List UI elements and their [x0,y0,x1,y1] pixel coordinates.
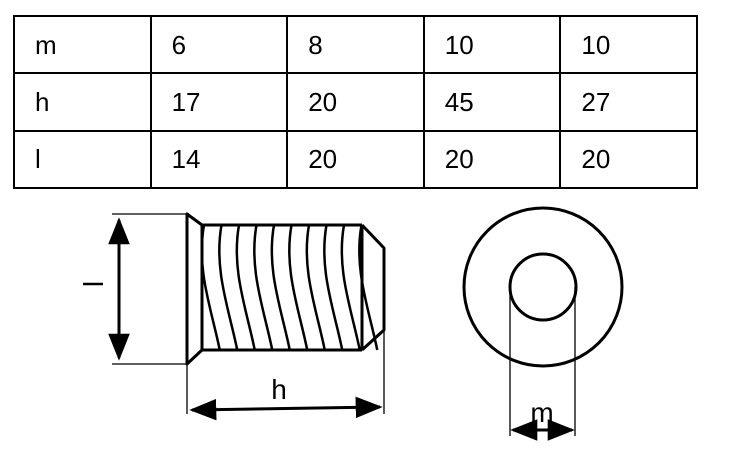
thread-line [340,224,361,351]
inner-circle [508,252,578,322]
thread-line [253,224,274,351]
thread-line [305,224,326,351]
thread-line [358,224,379,351]
table-cell: 45 [422,72,562,132]
thread-line [218,224,239,351]
thread-lines [200,224,379,351]
screw-end-view [462,206,624,368]
screw-side-view [185,212,386,366]
table-cell: 17 [149,72,289,132]
length-dimension: h [189,374,383,421]
table-cell: 14 [149,129,289,190]
table-row-h: h 17 20 45 27 [13,72,698,132]
table-row-m: m 6 8 10 10 [13,14,698,75]
table-cell: 20 [286,129,425,190]
thread-line [200,224,221,351]
thread-line [235,224,256,351]
thread-line [270,224,291,351]
row-label: l [13,129,152,190]
table-cell: 10 [422,14,562,75]
table-cell: 27 [559,72,698,132]
table-cell: 6 [149,14,289,75]
outer-circle [462,206,624,368]
thread-line [323,224,344,351]
table-cell: 20 [559,129,698,190]
height-dimension: l [77,217,130,361]
extension-lines [112,213,576,436]
table-cell: 20 [422,129,562,190]
diameter-dimension-label: m [530,397,553,428]
diameter-dimension: m [510,397,575,441]
table-cell: 10 [559,14,698,75]
table-cell: 20 [286,72,425,132]
table-cell: 8 [286,14,425,75]
screw-head [185,212,204,366]
dimensions-table: m 6 8 10 10 h 17 20 45 27 l 14 20 20 20 [13,14,698,190]
length-dimension-label: h [271,374,287,405]
table-row-l: l 14 20 20 20 [13,129,698,190]
row-label: h [13,72,152,132]
height-dimension-label: l [77,281,108,287]
row-label: m [13,14,152,75]
thread-line [288,224,309,351]
